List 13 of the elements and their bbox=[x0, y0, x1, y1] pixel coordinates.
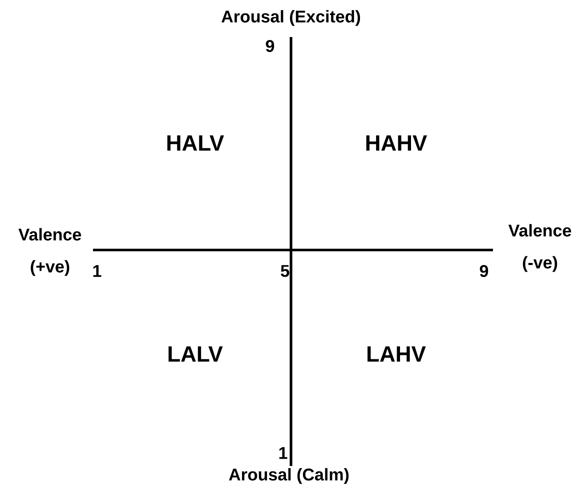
axis-label: Valence (+ve) bbox=[18, 228, 82, 276]
tick-label: 1 bbox=[279, 447, 288, 459]
axis-label: Arousal (Calm) bbox=[228, 468, 349, 484]
tick-label: 1 bbox=[93, 265, 102, 277]
tick-label: 5 bbox=[280, 265, 290, 277]
quadrant-label: LALV bbox=[168, 346, 223, 362]
quadrant-label: LAHV bbox=[368, 346, 426, 362]
axis-label: Valence (-ve) bbox=[508, 224, 572, 272]
quadrant-label: HALV bbox=[167, 135, 224, 151]
tick-label: 9 bbox=[266, 40, 274, 52]
quadrant-label: HAHV bbox=[366, 135, 427, 151]
tick-label: 9 bbox=[480, 264, 488, 278]
axis-label: Arousal (Excited) bbox=[222, 10, 360, 26]
